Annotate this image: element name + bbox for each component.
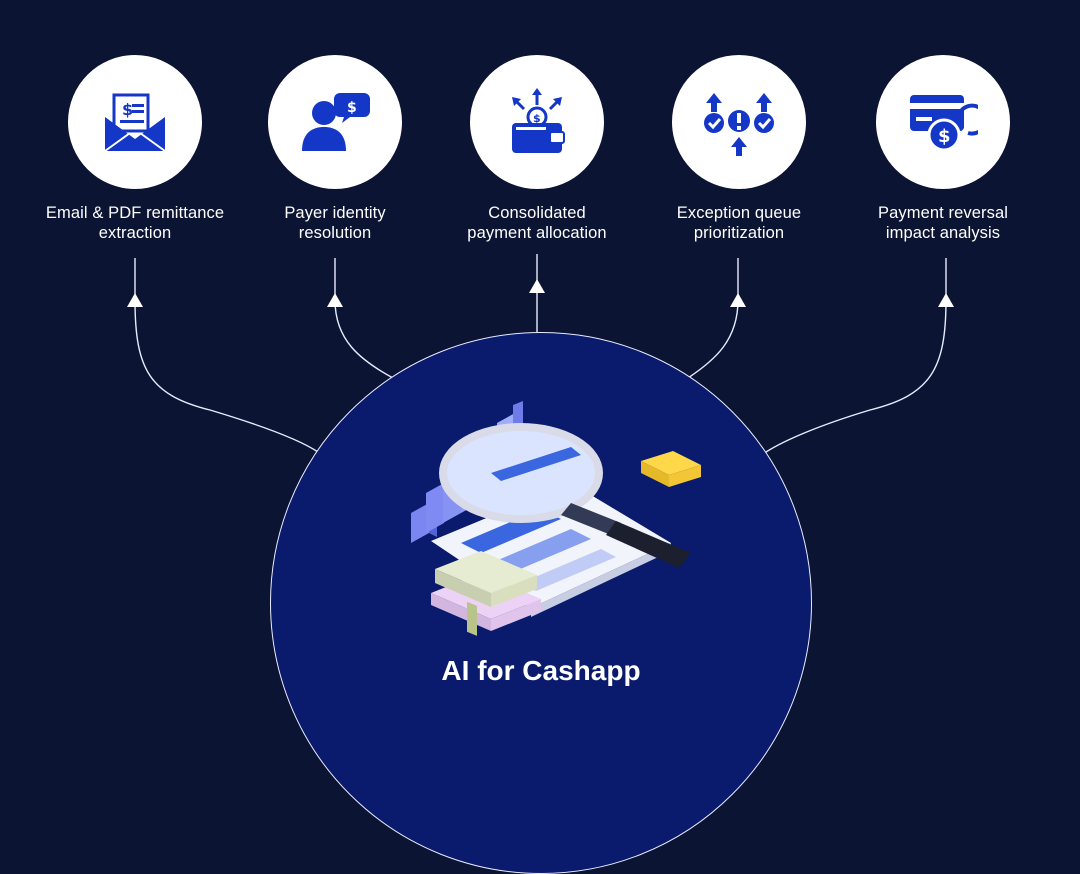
node-email-remittance: $ Email & PDF remittance extraction [45,55,225,243]
label-line-2: resolution [298,224,372,242]
node-label: Payment reversal impact analysis [853,203,1033,243]
label-line-1: Payment reversal [878,204,1008,222]
sticky-note [641,451,701,475]
money-stack-illustration [431,551,541,636]
node-badge: $ [876,55,1010,189]
exception-queue-icon [704,93,774,156]
hub-circle: AI for Cashapp [270,332,812,874]
connector-4 [687,258,739,379]
node-exception-queue: Exception queue prioritization [649,55,829,243]
email-invoice-icon: $ [104,93,166,152]
label-line-1: Exception queue [676,204,802,222]
arrow-2 [327,293,343,307]
node-label: Consolidated payment allocation [447,203,627,243]
arrow-4 [730,293,746,307]
connector-lines [127,254,954,453]
node-payer-identity: $ Payer identity resolution [245,55,425,243]
hub-title: AI for Cashapp [441,655,641,686]
svg-text:$: $ [533,112,541,125]
diagram-stage: $ Email & PDF remittance extraction $ Pa… [45,55,1033,874]
svg-text:$: $ [347,100,357,116]
svg-text:$: $ [122,100,133,119]
node-badge: $ [68,55,202,189]
label-line-2: impact analysis [885,224,1001,242]
label-line-2: payment allocation [467,224,607,242]
node-reversal-analysis: $ Payment reversal impact analysis [853,55,1033,243]
card-reversal-icon: $ [910,95,978,152]
node-label: Email & PDF remittance extraction [45,203,225,243]
node-badge [672,55,806,189]
label-line-1: Payer identity [284,204,386,222]
payer-dollar-icon: $ [302,93,370,151]
node-label: Exception queue prioritization [649,203,829,243]
svg-text:$: $ [938,126,951,147]
label-line-2: prioritization [693,224,785,242]
label-line-1: Email & PDF remittance [45,204,225,222]
node-payment-allocation: $ Consolidated payment allocation [447,55,627,243]
node-badge: $ [268,55,402,189]
node-badge: $ [470,55,604,189]
node-label: Payer identity resolution [245,203,425,243]
label-line-2: extraction [98,224,172,242]
connector-1 [134,258,319,453]
wallet-distribution-icon: $ [512,88,565,153]
label-line-1: Consolidated [488,204,586,222]
connector-2 [334,258,394,379]
connector-5 [765,258,947,453]
magnifier-illustration [439,423,691,568]
analytics-illustration [411,401,701,636]
arrow-1 [127,293,143,307]
arrow-5 [938,293,954,307]
arrow-3 [529,279,545,293]
